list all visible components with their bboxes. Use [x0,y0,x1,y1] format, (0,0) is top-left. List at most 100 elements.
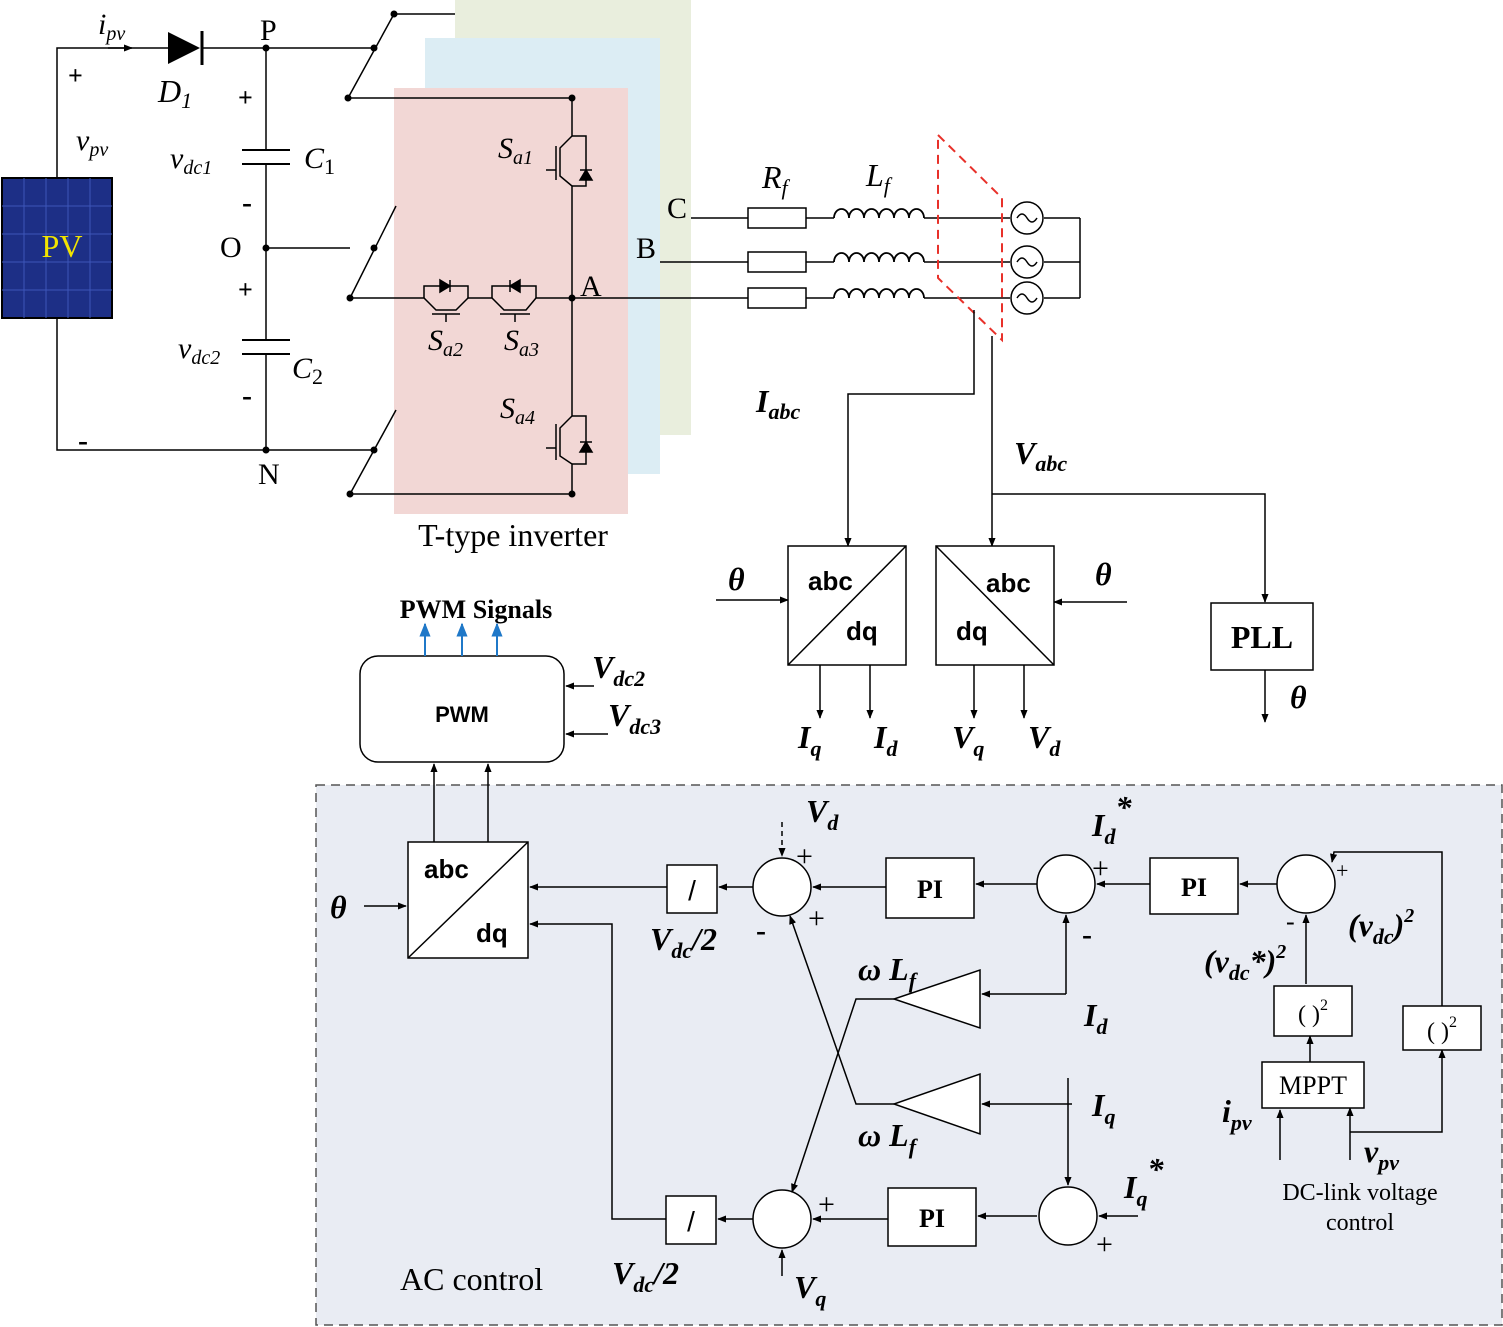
measurement-wiring [716,310,1269,723]
pll-text: PLL [1231,619,1293,655]
sum-dc-minus: - [1286,907,1295,936]
vdc-ref-sq-label: (vdc*)2 [1204,941,1286,985]
theta-input-voltage: θ [1095,556,1112,592]
square-block-meas: ( )2 [1402,1005,1482,1051]
vq-feedforward-label: Vq [794,1269,826,1311]
pi-block-dc: PI [1149,857,1239,915]
vq-output-label: Vq [952,719,984,761]
c1-plus-sign: + [238,83,253,112]
capacitor-c2 [242,339,290,355]
abc-text: abc [808,566,853,596]
pv-label: PV [42,228,83,264]
id-output-label: Id [873,719,898,761]
sa2-label: Sa2 [428,324,463,361]
summing-junctions [752,854,1336,1249]
dc-junction-dots [262,44,270,454]
id-feedback-label: Id [1083,997,1108,1039]
node-p-label: P [260,14,277,47]
square-text: ( )2 [1298,997,1328,1028]
node-c-label: C [667,192,687,225]
mppt-block: MPPT [1261,1061,1365,1109]
pwm-vdc3-label: Vdc3 [608,697,661,739]
c2-plus-sign: + [238,275,253,304]
sum-iq-plus: + [1096,1228,1113,1261]
phase-a-leg-background [394,88,628,514]
igbt-sa1 [546,128,594,188]
theta-pll-output: θ [1290,679,1307,715]
sa4-label: Sa4 [500,392,535,429]
igbt-sa3 [468,278,542,322]
pv-minus-sign: - [78,424,88,457]
div-block-d: / [666,864,718,914]
abc-text: abc [424,854,469,884]
dc-ipv-label: ipv [1222,1093,1252,1135]
sa1-label: Sa1 [498,132,533,169]
mppt-text: MPPT [1279,1071,1347,1100]
vdc-sq-label: (vdc)2 [1348,905,1414,949]
pll-block: PLL [1210,602,1314,671]
square-block-ref: ( )2 [1273,985,1353,1037]
ac-dq-abc-transform: abc dq [407,841,529,959]
d1-label: D1 [157,73,192,113]
sa3-label: Sa3 [504,324,539,361]
c2-label: C2 [292,352,323,389]
filter-resistors [747,207,807,309]
dc-link-control-title-line1: DC-link voltage [1282,1180,1437,1206]
ac-control-wiring [529,822,1446,1276]
vdc-half-label-d: Vdc/2 [650,921,717,963]
c2-minus-sign: - [242,379,252,412]
node-o-label: O [220,231,242,264]
vpv-label: vpv [76,124,108,161]
pi-text: PI [919,1204,945,1233]
rf-label: Rf [761,159,791,200]
id-ref-label: Id* [1091,789,1132,849]
inverter-title: T-type inverter [418,517,608,553]
gain-omega-lf-lower [891,1072,981,1136]
omega-lf-upper-label: ω Lf [858,951,919,993]
vdc2-label: vdc2 [178,332,220,369]
pv-panel: PV [1,177,113,319]
pi-block-q: PI [887,1187,977,1247]
dq-text: dq [846,616,878,646]
c1-label: C1 [304,142,335,179]
sum-d-plus-right: + [808,902,825,935]
vdc1-label: vdc1 [170,142,212,179]
pwm-text: PWM [435,702,489,727]
filter-inductors [833,208,925,299]
pwm-block: PWM [359,655,565,763]
pi-text: PI [1181,873,1207,902]
igbt-sa2 [416,278,469,322]
pwm-vdc2-label: Vdc2 [592,649,645,691]
inverter-bus-dots [344,10,576,498]
voltage-abc-dq-transform: abc dq [935,545,1055,666]
sum-d-plus-top: + [796,840,813,873]
capacitor-c1 [242,149,290,165]
div-symbol: / [687,1206,695,1237]
node-a-label: A [580,270,602,303]
dc-link-control-title-line2: control [1326,1210,1394,1236]
iq-output-label: Iq [797,719,821,761]
pwm-inputs [430,682,608,842]
node-b-label: B [636,232,656,265]
c1-minus-sign: - [242,186,252,219]
vdc-half-label-q: Vdc/2 [612,1255,679,1297]
dc-vpv-label: vpv [1364,1133,1399,1175]
div-block-q: / [665,1195,717,1245]
current-abc-dq-transform: abc dq [787,545,907,666]
gain-omega-lf-upper [891,968,981,1030]
dq-text: dq [956,616,988,646]
iq-feedback-label: Iq [1091,1087,1115,1129]
ac-theta-input: θ [330,889,347,925]
diode-d1 [168,31,204,65]
iabc-label: Iabc [755,383,800,424]
vd-feedforward-label: Vd [806,793,839,835]
theta-input-current: θ [728,561,745,597]
vabc-label: Vabc [1014,435,1067,476]
sum-q-plus: + [818,1188,835,1221]
ipv-label: ipv [98,8,125,45]
dq-text: dq [476,918,508,948]
node-n-label: N [258,458,280,491]
grid-sources [1010,201,1044,315]
sum-id-minus: - [1082,918,1092,951]
